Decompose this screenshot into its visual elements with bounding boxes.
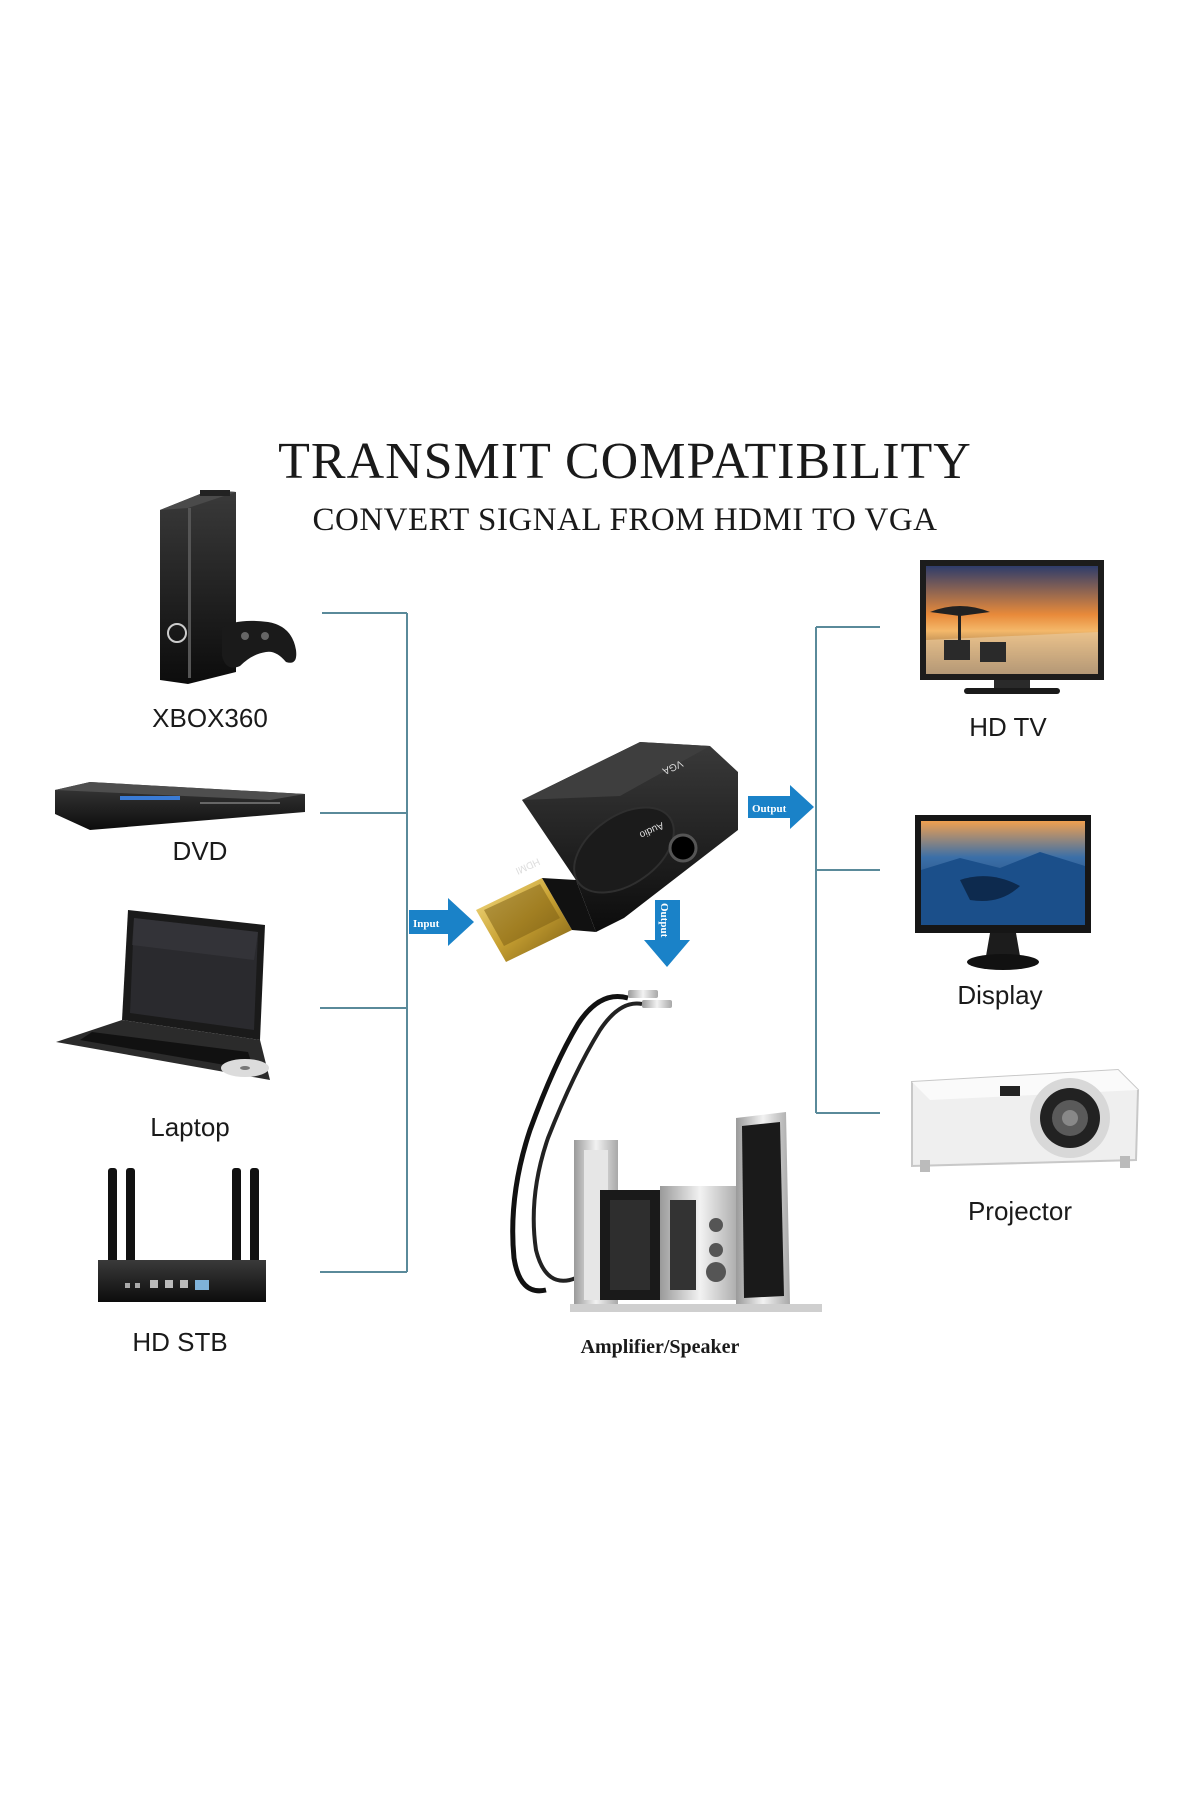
output-arrow-down: Output — [644, 900, 690, 967]
projector-label: Projector — [967, 1196, 1073, 1226]
output-arrow-right-label: Output — [752, 803, 787, 815]
speaker-system-icon — [510, 990, 822, 1312]
input-arrow-label: Input — [413, 918, 440, 930]
amplifier-speaker-label: Amplifier/Speaker — [580, 1336, 740, 1358]
monitor-icon — [915, 815, 1091, 970]
laptop-label: Laptop — [150, 1112, 230, 1142]
output-arrow-down-label: Output — [658, 903, 670, 938]
hdmi-to-vga-adapter-icon — [476, 742, 738, 962]
laptop-icon — [56, 910, 270, 1080]
diagram-title: TRANSMIT COMPATIBILITY — [278, 433, 972, 490]
hd-tv-label: HD TV — [969, 712, 1047, 742]
xbox360-label: XBOX360 — [152, 703, 268, 733]
hd-tv-icon — [920, 560, 1104, 694]
diagram-subtitle: CONVERT SIGNAL FROM HDMI TO VGA — [312, 502, 938, 538]
input-arrow: Input — [409, 898, 474, 946]
hd-stb-label: HD STB — [132, 1327, 228, 1357]
output-arrow-right: Output — [748, 785, 814, 829]
projector-icon — [911, 1068, 1140, 1172]
adapter-hdmi-label: HDMI — [514, 855, 542, 876]
display-label: Display — [957, 980, 1043, 1010]
output-connector-lines — [815, 626, 880, 1114]
input-connector-lines — [320, 612, 408, 1273]
set-top-box-icon — [98, 1168, 266, 1302]
xbox360-console-icon — [160, 490, 297, 684]
dvd-player-icon — [55, 782, 305, 830]
dvd-label: DVD — [172, 836, 228, 866]
